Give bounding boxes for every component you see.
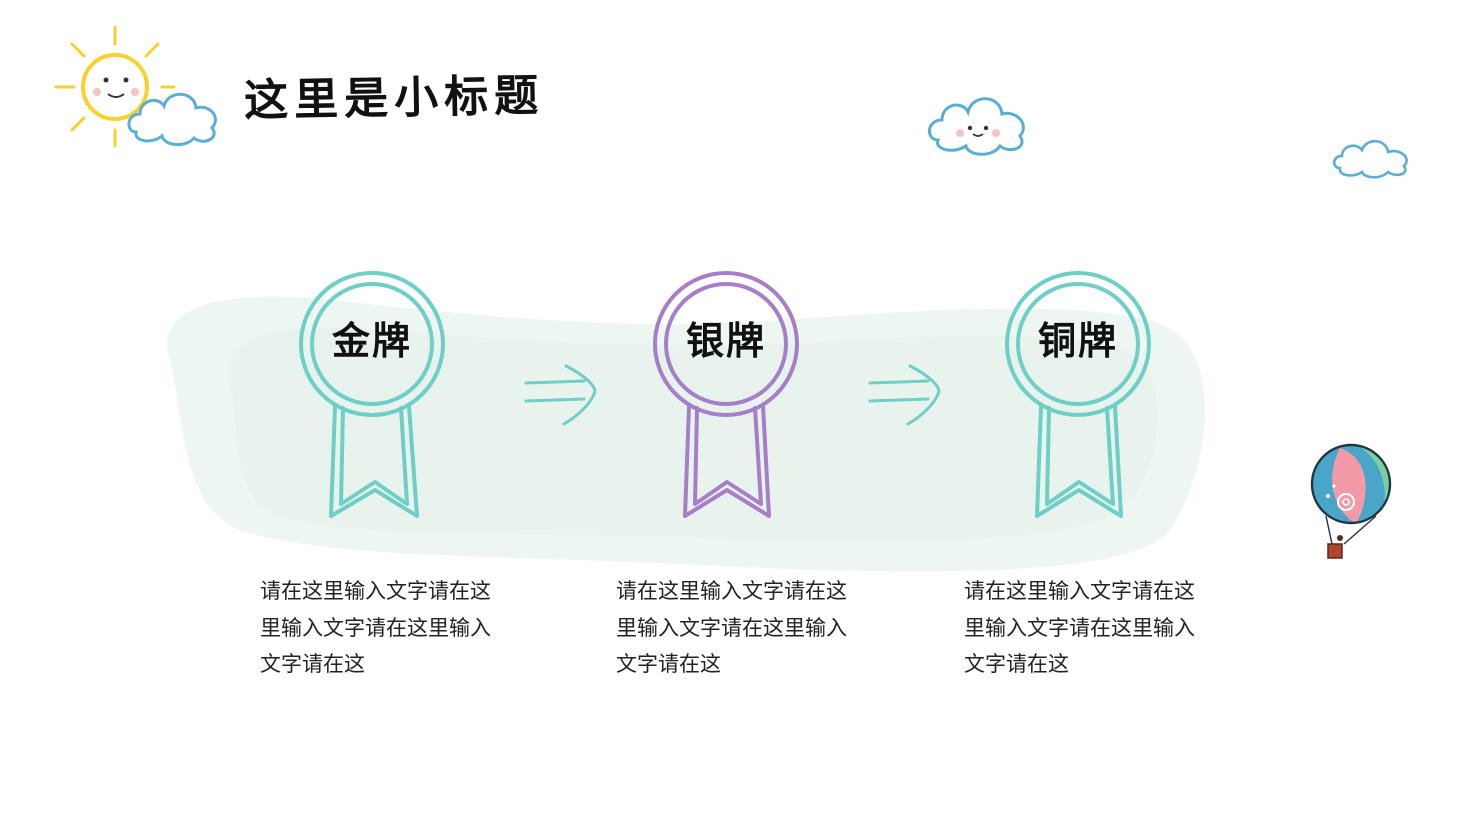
medal-label: 银牌	[685, 319, 766, 363]
hot-air-balloon-icon	[1310, 443, 1392, 559]
medal-silver: 银牌	[651, 268, 811, 528]
cloud-icon	[127, 92, 217, 146]
medal-description: 请在这里输入文字请在这里输入文字请在这里输入文字请在这	[260, 579, 491, 676]
medal-description: 请在这里输入文字请在这里输入文字请在这里输入文字请在这	[964, 579, 1195, 676]
medal-label: 铜牌	[1037, 319, 1118, 363]
medal-label: 金牌	[331, 319, 412, 363]
arrow-right-icon	[524, 364, 597, 426]
medal-ribbon-icon	[1005, 271, 1151, 518]
medal-gold: 金牌	[297, 268, 457, 528]
smiling-cloud-icon	[928, 97, 1025, 156]
medal-ribbon-icon	[653, 271, 799, 518]
arrow-right-icon	[868, 364, 941, 426]
cloud-icon	[1332, 139, 1408, 179]
medal-bronze: 铜牌	[1003, 268, 1163, 528]
slide-title: 这里是小标题	[243, 70, 545, 127]
medal-description: 请在这里输入文字请在这里输入文字请在这里输入文字请在这	[616, 579, 847, 676]
sun-icon	[54, 25, 176, 148]
medal-ribbon-icon	[299, 271, 445, 518]
